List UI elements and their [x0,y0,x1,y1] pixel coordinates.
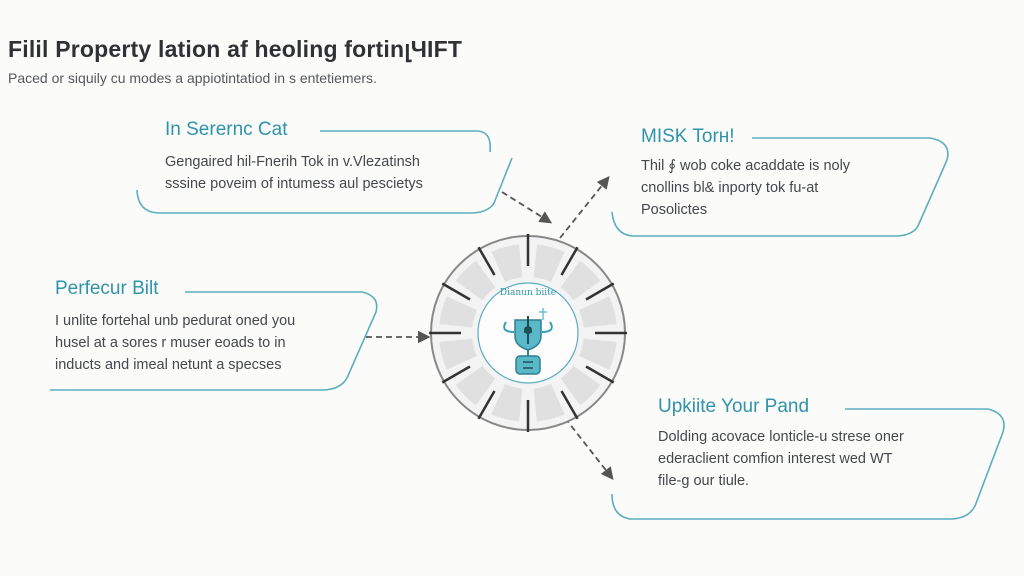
card-title: In Serernc Cat [165,119,288,140]
card-title: MISK Torн! [641,126,735,147]
card-4: Upkiite Your Pand Dolding acovace lontic… [658,396,904,492]
card-line: sssine poveim of intumess aul pescietys [165,176,423,192]
page-subtitle: Paced or siquily cu modes a appiotintati… [8,70,377,86]
card-outline-4 [611,408,1005,520]
wheel-segment [439,296,477,328]
wheel-segment [533,384,565,422]
card-outline-2 [611,137,949,237]
card-body: Dolding acovace lonticle-u strese oner e… [658,426,904,492]
wheel-segment [439,338,477,370]
wheel-spoke [560,246,579,276]
wheel-segment [491,244,523,282]
card-line: Gengaired hil-Fnerih Tok in v.Vlezatinsh [165,154,420,170]
card-line: Dolding acovace lonticle-u strese oner [658,429,904,445]
wheel-spoke [585,365,615,384]
card-line: cnollins bl& inporty tok fu-at [641,180,819,196]
wheel-spoke [477,390,496,420]
wheel-spoke [585,282,615,301]
card-title: Upkiite Your Pand [658,396,810,417]
card-3: Perfecur Bilt I unlite fortehal unb pedu… [55,278,295,376]
wheel-segment [579,296,617,328]
card-line: husel at a sores r muser eoads to in [55,335,286,351]
card-1: In Serernc Cat Gengaired hil-Fnerih Tok … [165,119,423,195]
page-title: Filil Property lation af heoling fortinլ… [8,36,463,62]
wheel-spoke [560,390,579,420]
arrow-card1-to-wheel [501,191,553,224]
card-line: ederaclient comfion interest wed WT [658,451,893,467]
wheel-segment [560,260,601,301]
card-title: Perfecur Bilt [55,278,159,299]
card-outline-1 [136,130,513,214]
wheel-spoke [441,365,471,384]
wheel-segment [455,260,496,301]
wheel-segment [533,244,565,282]
trophy-shield-icon [503,308,553,375]
wheel-segment [560,365,601,406]
card-body: Thil ∮ wob coke acaddate is noly cnollin… [641,155,850,221]
card-line: Thil ∮ wob coke acaddate is noly [641,158,851,174]
wheel-segment [491,384,523,422]
arrow-wheel-to-card4 [564,417,614,480]
center-wheel [429,234,627,432]
card-body: I unlite fortehal unb pedurat oned you h… [55,310,295,376]
card-line: file-g our tiule. [658,473,750,489]
wheel-spoke [441,282,471,301]
arrow-wheel-to-card2 [559,176,610,239]
wheel-segment [455,365,496,406]
card-line: inducts and imeal netunt a specses [55,357,282,373]
wheel-spoke [477,246,496,276]
center-label: Dianun biite [499,288,557,298]
card-outline-3 [50,291,378,391]
card-line: I unlite fortehal unb pedurat oned you [55,313,296,329]
card-2: MISK Torн! Thil ∮ wob coke acaddate is n… [641,126,850,221]
card-body: Gengaired hil-Fnerih Tok in v.Vlezatinsh… [165,151,423,195]
wheel-segment [579,338,617,370]
card-line: Posolictes [641,202,708,218]
